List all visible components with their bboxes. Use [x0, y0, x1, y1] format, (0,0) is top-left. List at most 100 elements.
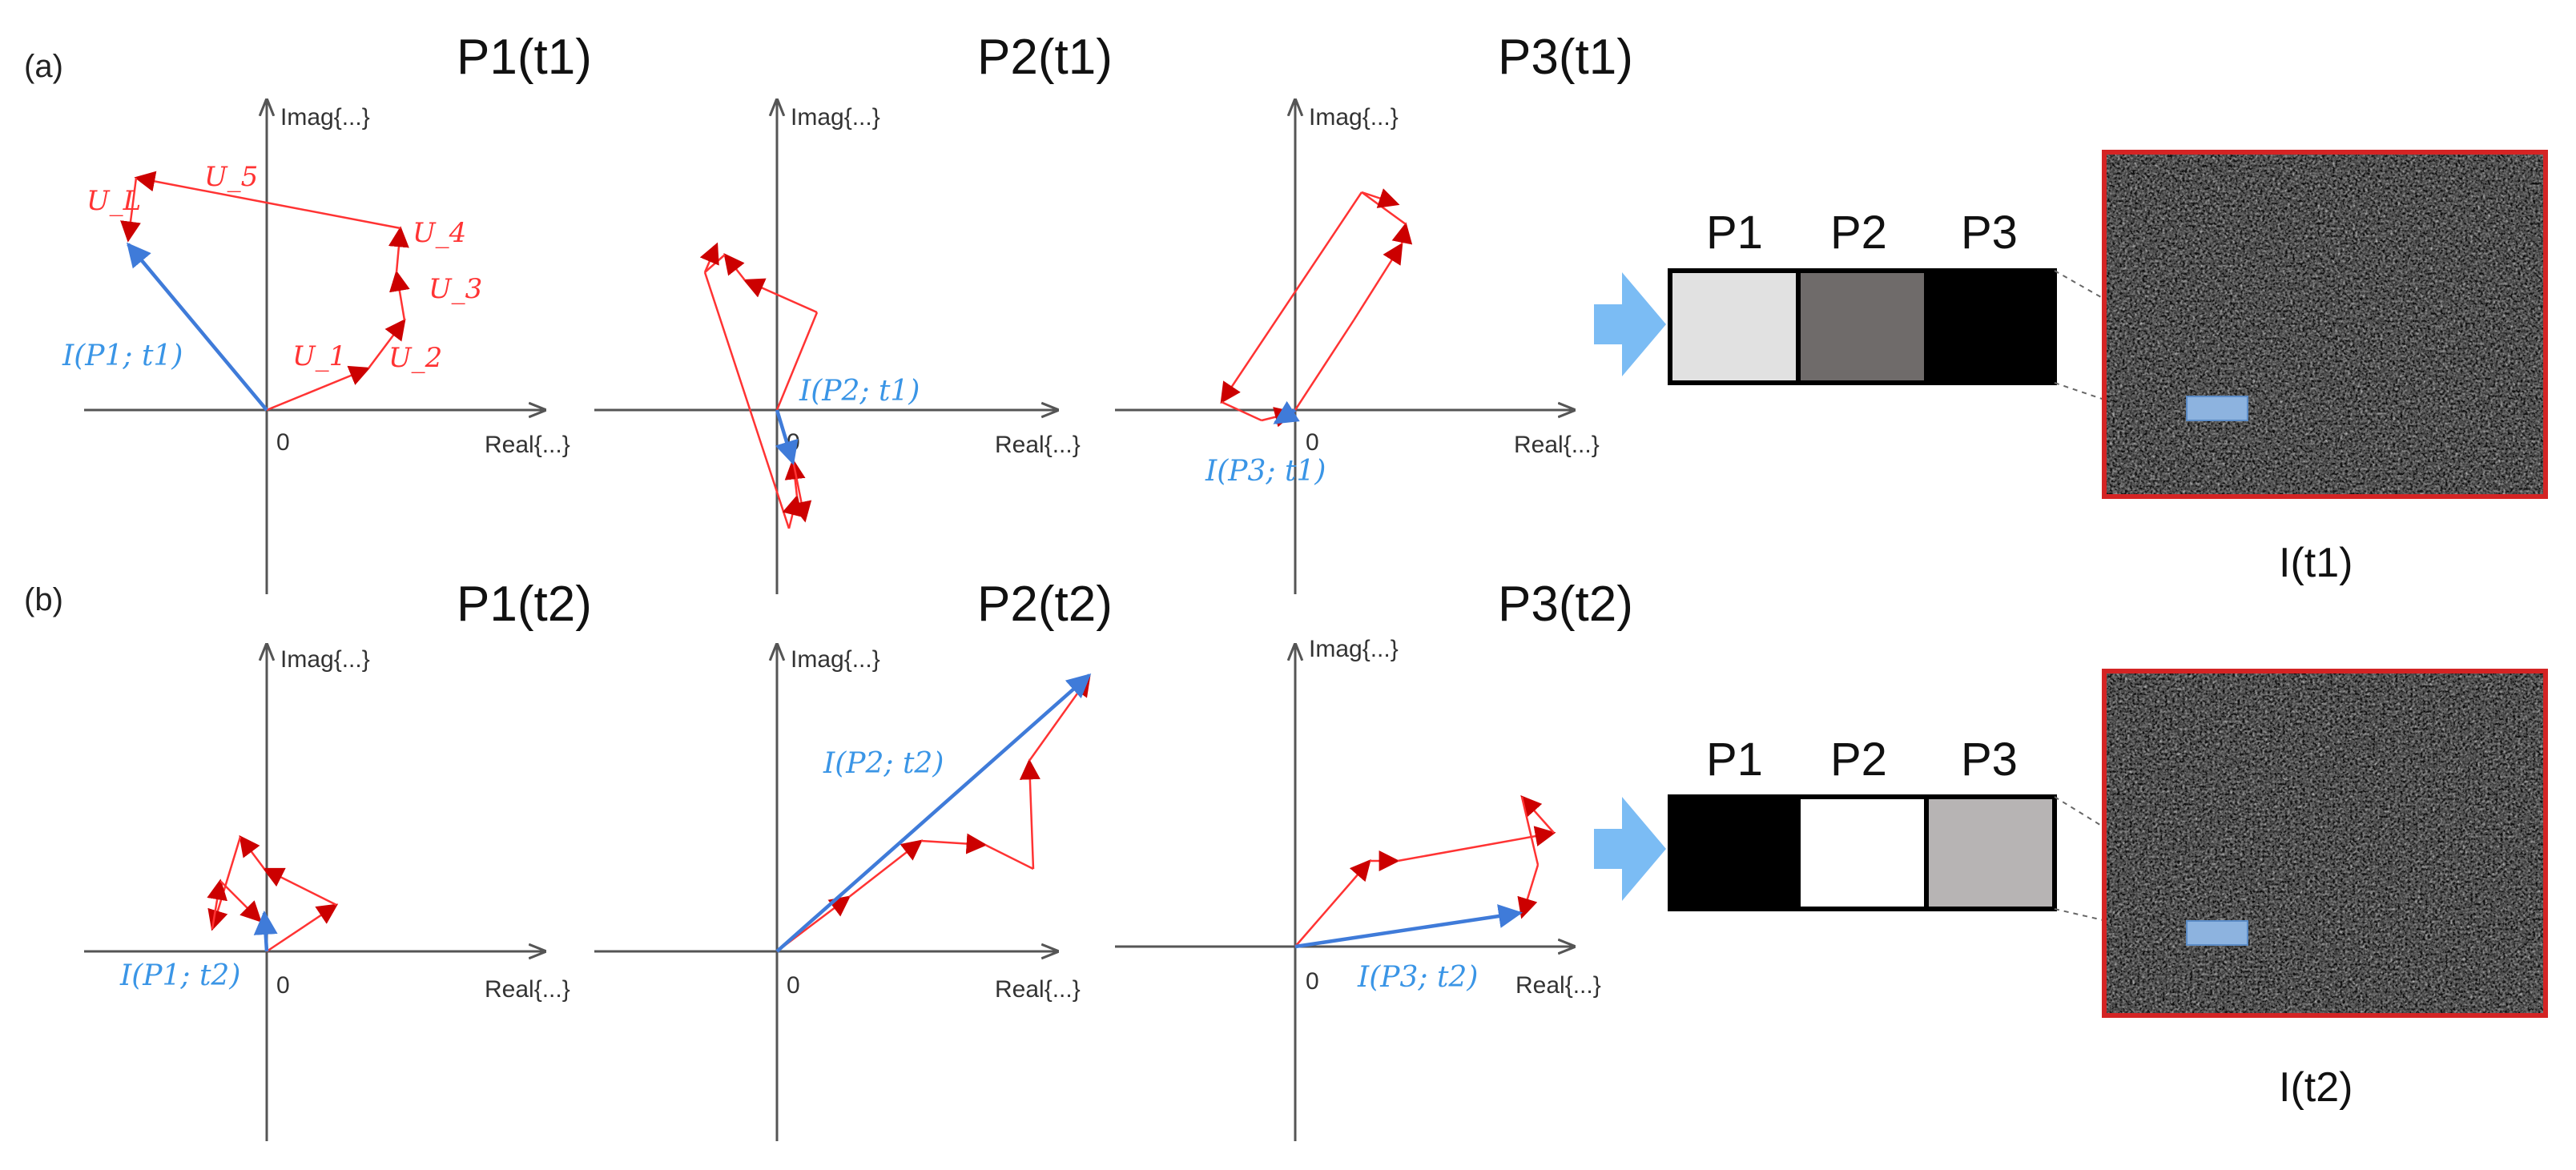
phasor	[1019, 758, 1040, 870]
phasor	[207, 879, 227, 930]
phasor	[1520, 796, 1540, 866]
imag-axis-label: Imag{...}	[791, 646, 880, 673]
plot-p1-t2: P1(t2) Imag{...} Real{...} 0 I(P1; t2)	[84, 577, 592, 1141]
resultant-label: I(P1; t2)	[119, 959, 240, 992]
phasor-chain	[207, 834, 339, 953]
pixel-label: P1	[1706, 207, 1763, 259]
image-caption: I(t1)	[2279, 540, 2353, 586]
origin-label: 0	[276, 429, 290, 456]
phasor-ul	[120, 177, 141, 243]
phasor	[1361, 191, 1407, 226]
resultant-phasor	[775, 409, 799, 465]
phasor-chain	[1294, 795, 1556, 947]
plot-p3-t1: P3(t1) Imag{...} Real{...} 0 I(P3; t1)	[1115, 30, 1633, 594]
pixel-cell	[1924, 268, 2057, 385]
phasor	[782, 494, 803, 529]
phasor-label-ul: U_L	[87, 185, 141, 217]
real-axis-label: Real{...}	[485, 976, 570, 1003]
flow-arrow-top	[1594, 272, 1666, 376]
image-border	[2102, 669, 2548, 1018]
resultant-phasor	[253, 911, 278, 952]
imag-axis-label: Imag{...}	[791, 104, 880, 131]
plot-p1-t1: P1(t1) Imag{...} Real{...} 0 U_L U_5 U_4…	[62, 30, 592, 594]
phasor	[848, 839, 924, 898]
pixel-bar-t2: P1 P2 P3	[1668, 734, 2057, 911]
phasor	[1361, 188, 1400, 208]
real-axis-label: Real{...}	[995, 432, 1081, 458]
phasor	[207, 836, 242, 931]
phasor	[775, 312, 819, 411]
phasor	[1397, 826, 1556, 862]
resultant-label: I(P2; t2)	[823, 747, 944, 780]
resultant-phasor	[1273, 400, 1300, 424]
phasor	[1294, 320, 1355, 411]
pixel-label: P3	[1961, 207, 2018, 259]
speckle-image-t2: I(t2)	[2102, 669, 2548, 1111]
phasor-label-u5: U_5	[204, 161, 258, 193]
pixel-bar-t1: P1 P2 P3	[1668, 207, 2057, 385]
phasor-u5	[134, 171, 401, 230]
phasor-labels: U_L U_5 U_4 U_3 U_2 U_1	[87, 161, 482, 374]
speckle-image-t1: I(t1)	[2102, 150, 2548, 586]
phasor-label-u4: U_4	[413, 217, 466, 249]
pixel-cell	[1668, 268, 1801, 385]
plot-title: P2(t2)	[977, 577, 1113, 632]
real-axis-label: Real{...}	[1515, 972, 1601, 999]
imag-axis-label: Imag{...}	[1309, 636, 1399, 662]
origin-label: 0	[276, 972, 290, 999]
phasor-u3	[389, 270, 410, 321]
phasor	[723, 252, 746, 281]
plot-p2-t1: P2(t1) Imag{...} Real{...} 0 I(P2; t1)	[594, 30, 1113, 594]
pixel-cell	[1924, 794, 2057, 911]
pixel-cell	[1796, 794, 1929, 911]
phasor	[920, 833, 988, 854]
plot-p2-t2: P2(t2) Imag{...} Real{...} 0 I(P2; t2)	[594, 577, 1113, 1141]
imag-axis-label: Imag{...}	[280, 646, 370, 673]
real-axis-label: Real{...}	[485, 432, 570, 458]
connector-lines	[2054, 270, 2107, 922]
pixel-cell	[1668, 794, 1801, 911]
phasor	[1352, 242, 1403, 321]
origin-label: 0	[1306, 429, 1319, 456]
imag-axis-label: Imag{...}	[280, 104, 370, 131]
phasor	[791, 460, 812, 523]
panel-label-b: (b)	[24, 582, 63, 617]
phasor	[743, 278, 818, 314]
phasor-chain	[120, 171, 410, 412]
resultant-label: I(P2; t1)	[799, 375, 920, 408]
origin-label: 0	[1306, 968, 1319, 995]
phasor-u2	[368, 318, 406, 369]
resultant-phasor	[775, 673, 1092, 953]
pixel-label: P2	[1830, 734, 1887, 786]
plot-title: P3(t1)	[1498, 30, 1633, 85]
pixel-cell	[1796, 268, 1929, 385]
pixel-label: P2	[1830, 207, 1887, 259]
phasor-label-u1: U_1	[292, 340, 346, 372]
phasor	[262, 867, 337, 907]
phasor	[1391, 222, 1413, 245]
image-border	[2102, 150, 2548, 499]
phasor-label-u3: U_3	[429, 273, 482, 305]
phasor	[1517, 864, 1540, 919]
highlight-box	[2186, 920, 2248, 946]
resultant-label: I(P1; t1)	[62, 340, 183, 372]
phasor-label-u2: U_2	[388, 342, 442, 374]
plot-title: P1(t1)	[457, 30, 592, 85]
plot-title: P1(t2)	[457, 577, 592, 632]
phasor	[219, 880, 262, 923]
imag-axis-label: Imag{...}	[1309, 104, 1399, 131]
phasor-chain	[699, 242, 819, 529]
plot-p3-t2: P3(t2) Imag{...} Real{...} 0 I(P3; t2)	[1115, 577, 1633, 1141]
phasor	[984, 843, 1034, 870]
highlight-box	[2186, 396, 2248, 421]
plot-title: P2(t1)	[977, 30, 1113, 85]
phasor	[1221, 400, 1262, 422]
phasor	[699, 242, 719, 273]
pixel-label: P3	[1961, 734, 2018, 786]
phasor	[266, 903, 339, 953]
plot-title: P3(t2)	[1498, 577, 1633, 632]
phasor	[703, 271, 791, 529]
phasor-u4	[388, 226, 409, 273]
resultant-phasor	[127, 242, 268, 412]
